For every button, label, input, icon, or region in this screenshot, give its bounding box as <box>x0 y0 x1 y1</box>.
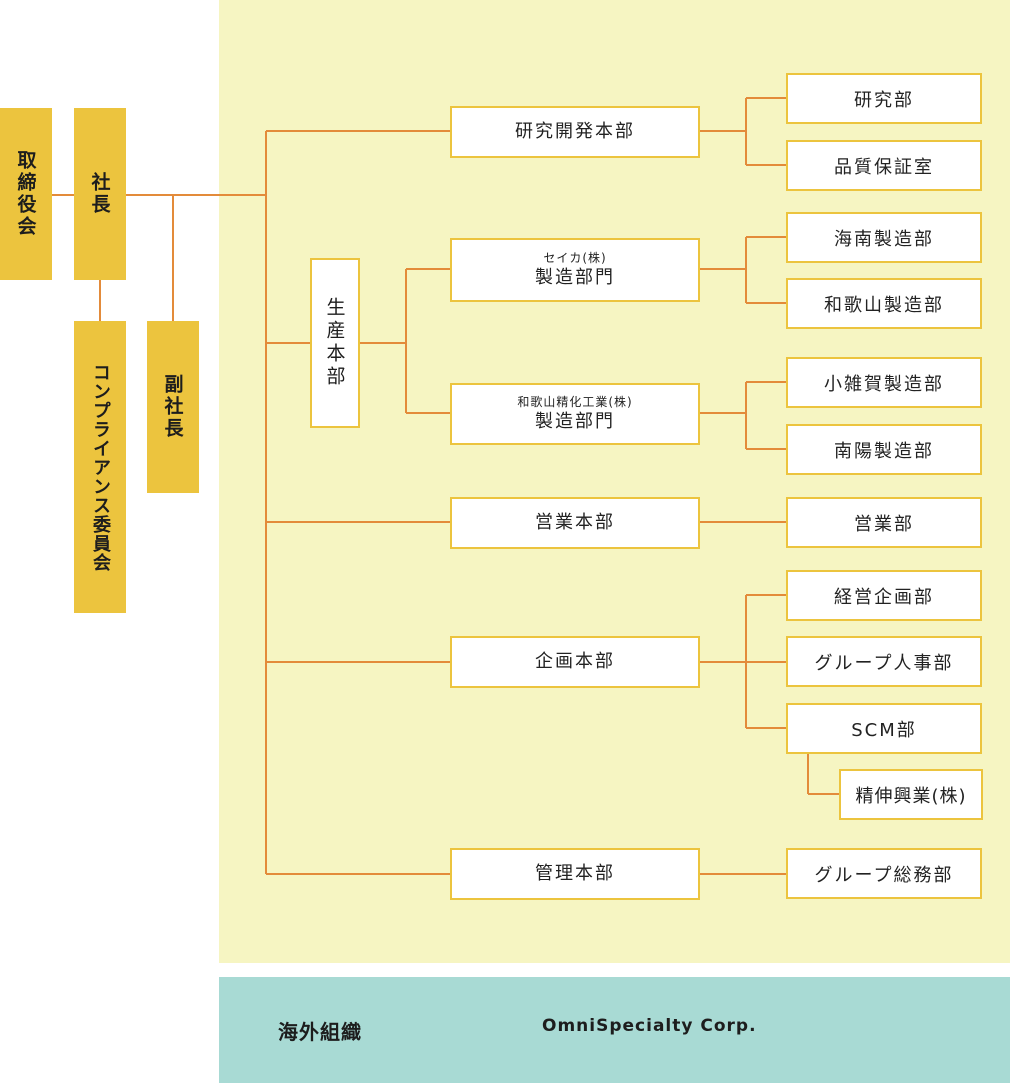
nanyo-manufacturing-label: 南陽製造部 <box>834 440 934 462</box>
research-hq-box: 研究開発本部 <box>450 106 700 158</box>
sales-hq-box: 営業本部 <box>450 497 700 549</box>
sales-dept-box: 営業部 <box>786 497 982 548</box>
kainan-manufacturing-label: 海南製造部 <box>834 228 934 250</box>
seika-manufacturing-box: セイカ(株) 製造部門 <box>450 238 700 302</box>
board-of-directors-box: 取締役会 <box>0 108 52 280</box>
corporate-planning-label: 経営企画部 <box>834 586 934 608</box>
quality-assurance-label: 品質保証室 <box>834 156 934 178</box>
seika-manufacturing-label: 製造部門 <box>535 267 615 288</box>
overseas-organization-area <box>219 977 1010 1083</box>
seishin-kogyo-box: 精伸興業(株) <box>839 769 983 820</box>
production-hq-label: 生産本部 <box>323 297 346 389</box>
seishin-kogyo-label: 精伸興業(株) <box>855 785 967 807</box>
sales-hq-label: 営業本部 <box>535 512 615 533</box>
overseas-company-label: OmniSpecialty Corp. <box>542 1016 757 1036</box>
nanyo-manufacturing-box: 南陽製造部 <box>786 424 982 475</box>
compliance-committee-label: コンプライアンス委員会 <box>90 362 111 572</box>
ozoka-manufacturing-label: 小雑賀製造部 <box>824 373 944 395</box>
scm-dept-box: SCM部 <box>786 703 982 754</box>
ozoka-manufacturing-box: 小雑賀製造部 <box>786 357 982 408</box>
wakayama-dept-box: 和歌山製造部 <box>786 278 982 329</box>
wakayama-dept-label: 和歌山製造部 <box>824 294 944 316</box>
group-hr-label: グループ人事部 <box>814 652 954 674</box>
kainan-manufacturing-box: 海南製造部 <box>786 212 982 263</box>
corporate-planning-box: 経営企画部 <box>786 570 982 621</box>
board-of-directors-label: 取締役会 <box>14 150 37 238</box>
group-hr-box: グループ人事部 <box>786 636 982 687</box>
quality-assurance-box: 品質保証室 <box>786 140 982 191</box>
president-box: 社長 <box>74 108 126 280</box>
research-hq-label: 研究開発本部 <box>515 121 635 142</box>
scm-dept-label: SCM部 <box>851 719 917 741</box>
sales-dept-label: 営業部 <box>854 513 914 535</box>
president-label: 社長 <box>88 172 111 216</box>
research-dept-label: 研究部 <box>854 89 914 111</box>
admin-hq-label: 管理本部 <box>535 863 615 884</box>
planning-hq-label: 企画本部 <box>535 651 615 672</box>
wakayama-company-label: 和歌山精化工業(株) <box>517 395 633 409</box>
compliance-committee-box: コンプライアンス委員会 <box>74 321 126 613</box>
planning-hq-box: 企画本部 <box>450 636 700 688</box>
vice-president-label: 副社長 <box>161 374 184 440</box>
overseas-organization-label: 海外組織 <box>278 1020 362 1044</box>
production-hq-box: 生産本部 <box>310 258 360 428</box>
admin-hq-box: 管理本部 <box>450 848 700 900</box>
vice-president-box: 副社長 <box>147 321 199 493</box>
seika-company-label: セイカ(株) <box>543 251 607 265</box>
wakayama-manufacturing-label: 製造部門 <box>535 411 615 432</box>
wakayama-manufacturing-box: 和歌山精化工業(株) 製造部門 <box>450 383 700 445</box>
group-general-affairs-box: グループ総務部 <box>786 848 982 899</box>
group-general-affairs-label: グループ総務部 <box>814 864 954 886</box>
research-dept-box: 研究部 <box>786 73 982 124</box>
